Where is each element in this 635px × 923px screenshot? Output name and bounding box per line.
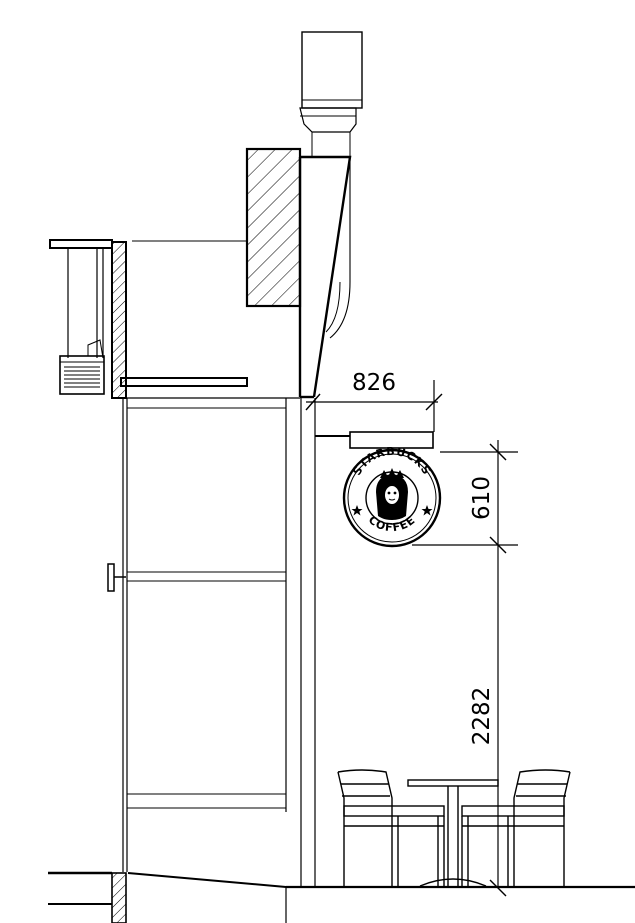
hvac-unit [59, 355, 105, 395]
chimney-flue [299, 31, 363, 158]
cafe-chair-right [461, 769, 571, 886]
wall-column-upper [111, 241, 127, 399]
dimension-610-label: 610 [469, 476, 495, 520]
cafe-table [407, 779, 499, 887]
pavement-ground [48, 871, 635, 923]
siren-emblem-icon [376, 468, 408, 520]
cafe-chair-left [337, 769, 445, 886]
star-icon [351, 505, 433, 516]
dimension-610 [412, 440, 518, 897]
wall-column-lower [111, 872, 127, 923]
coffee-logo-sign: STARBUCKS COFFEE [342, 445, 442, 548]
dimension-826-label: 826 [352, 370, 396, 396]
fascia-wall-section [245, 147, 302, 308]
ceiling-lines [126, 240, 300, 399]
sign-bottom-word: COFFEE [366, 513, 418, 534]
canopy-section [298, 155, 352, 399]
light-fixture-bar [120, 377, 248, 387]
dimension-826 [305, 380, 443, 432]
dimension-2282-label: 2282 [469, 687, 495, 746]
door-handle [107, 563, 126, 592]
shopfront-window [122, 398, 316, 887]
balcony-railing [49, 239, 113, 359]
